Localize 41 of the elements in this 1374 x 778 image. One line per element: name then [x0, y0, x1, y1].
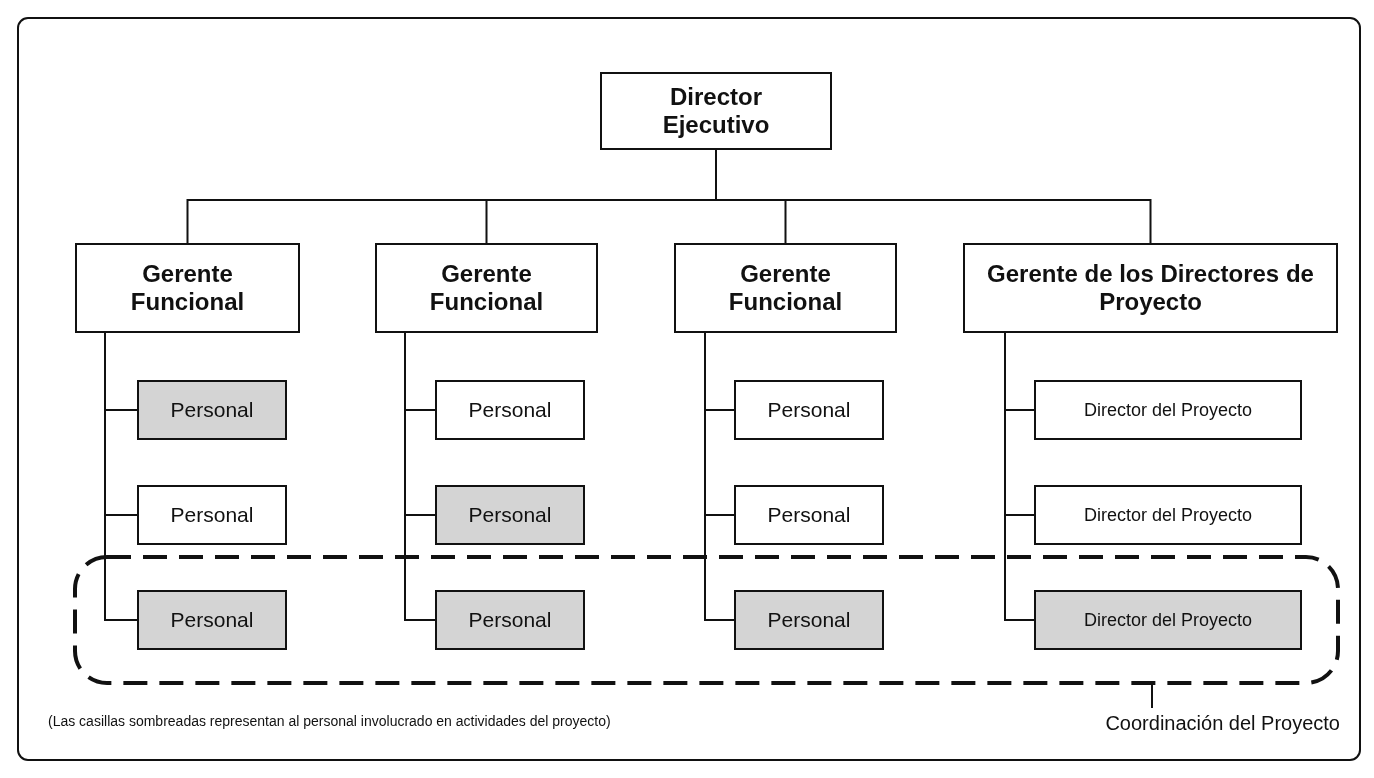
- org-box: [1034, 380, 1302, 440]
- shaded-org-box: [137, 380, 287, 440]
- org-box: [734, 485, 884, 545]
- box-label: Personal: [767, 502, 851, 528]
- box-label: Gerente Funcional: [727, 260, 844, 316]
- box-label: Personal: [468, 502, 552, 528]
- box-label: Gerente Funcional: [129, 260, 246, 316]
- org-box: [137, 485, 287, 545]
- org-box: [1034, 485, 1302, 545]
- box-label: Personal: [767, 607, 851, 633]
- box-label: Director del Proyecto: [1083, 504, 1253, 526]
- connector-line: [1004, 332, 1035, 621]
- org-box: [375, 243, 598, 333]
- shaded-org-box: [435, 590, 585, 650]
- org-box: [674, 243, 897, 333]
- box-label: Director del Proyecto: [1083, 609, 1253, 631]
- box-label: Director del Proyecto: [1083, 399, 1253, 421]
- org-box: [963, 243, 1338, 333]
- leader-line: [1151, 682, 1153, 709]
- shaded-org-box: [435, 485, 585, 545]
- shaded-org-box: [1034, 590, 1302, 650]
- annotation-label: Coordinación del Proyecto: [1105, 711, 1340, 735]
- box-label: Personal: [170, 397, 254, 423]
- org-box: [734, 380, 884, 440]
- shaded-org-box: [734, 590, 884, 650]
- org-box: [600, 72, 832, 150]
- box-label: Personal: [468, 397, 552, 423]
- box-label: Personal: [767, 397, 851, 423]
- org-box: [435, 380, 585, 440]
- note-text: (Las casillas sombreadas representan al personal involucrado en actividades del proyecto): [48, 713, 611, 729]
- box-label: Personal: [170, 607, 254, 633]
- box-label: Personal: [468, 607, 552, 633]
- org-box: [75, 243, 300, 333]
- connector-line: [704, 332, 735, 621]
- connector-line: [404, 332, 436, 621]
- box-label: Director Ejecutivo: [661, 83, 771, 139]
- connector-line: [104, 332, 138, 621]
- shaded-org-box: [137, 590, 287, 650]
- box-label: Gerente Funcional: [428, 260, 545, 316]
- box-label: Personal: [170, 502, 254, 528]
- box-label: Gerente de los Directores de Proyecto: [986, 260, 1315, 316]
